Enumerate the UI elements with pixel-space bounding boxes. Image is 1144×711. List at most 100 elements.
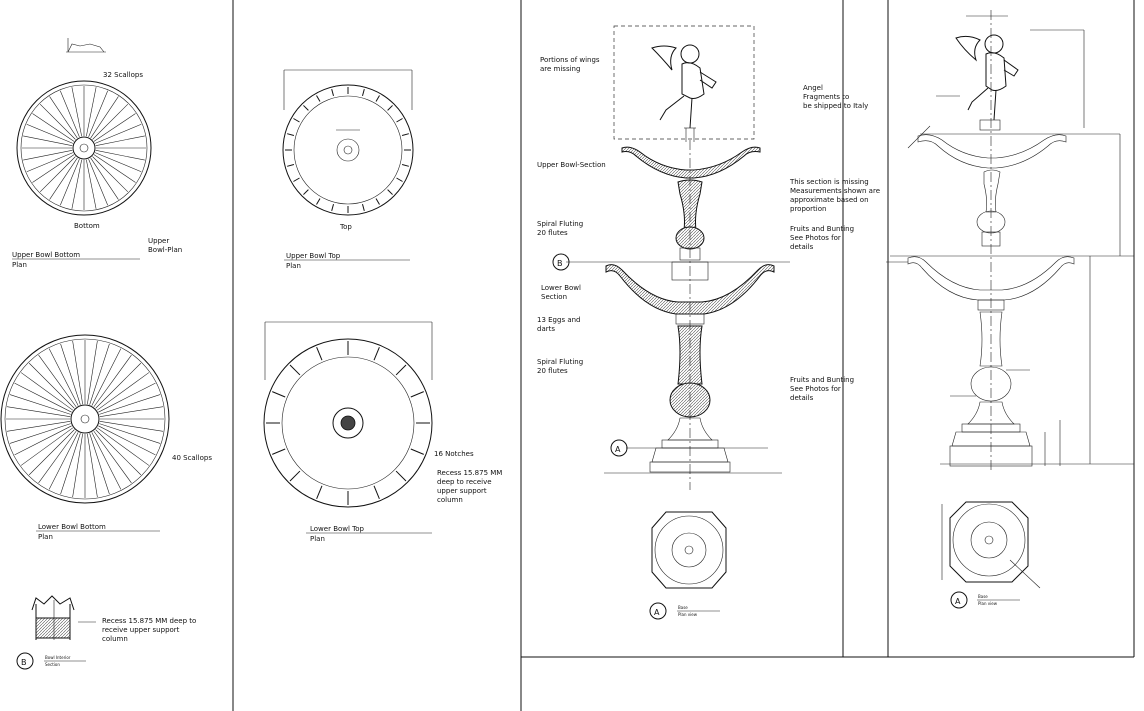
scallop-ray	[96, 372, 150, 411]
notch	[410, 448, 424, 455]
upper-bowl-plan-label-1: Upper	[148, 237, 169, 245]
section-b-detail: Recess 15.875 MM deep to receive upper s…	[16, 595, 196, 670]
upper-bowl-top-subtitle: Plan	[286, 262, 301, 270]
scallop-ray	[96, 427, 150, 466]
base-plan-dimensioned-subtitle: Plan view	[978, 601, 998, 606]
notches-label: 16 Notches	[434, 450, 474, 458]
base-plan: A Base Plan view	[649, 511, 727, 620]
section-b-subtitle: Section	[45, 662, 60, 667]
scallop-ray	[32, 154, 75, 183]
scallop-ray	[6, 421, 71, 432]
scallop-ray	[86, 87, 97, 137]
scallop-ray	[95, 150, 145, 161]
recess-note-1: Recess 15.875 MM deep to	[102, 617, 196, 625]
lower-bowl-note-2: Section	[541, 293, 567, 301]
scallop-ray	[91, 432, 122, 490]
base-plan-dimensioned-marker	[950, 591, 968, 609]
angel-figure-dimensioned	[955, 34, 1019, 121]
scallop-ray	[95, 429, 142, 476]
scallop-ray	[94, 123, 142, 144]
scallop-ray	[72, 340, 83, 405]
scallop-ray	[20, 372, 74, 411]
notch	[331, 89, 334, 97]
scallop-ray	[23, 150, 73, 161]
recess-line-3: upper support	[437, 487, 487, 495]
scallop-ray	[48, 348, 79, 406]
scallop-ray	[87, 340, 98, 405]
scallop-ray	[91, 348, 122, 406]
scallop-ray	[93, 154, 136, 183]
notch	[287, 164, 295, 167]
missing-note-4: proportion	[790, 205, 826, 213]
fruits-lower-note-3: details	[790, 394, 814, 402]
scallop-ray	[28, 429, 75, 476]
scallop-ray	[6, 406, 71, 417]
notch	[303, 105, 309, 111]
fruits-upper-note-3: details	[790, 243, 814, 251]
spiral-fluting-upper-2: 20 flutes	[537, 229, 568, 237]
lower-bowl-top-plan: 16 Notches Recess 15.875 MM deep to rece…	[263, 321, 502, 543]
upper-bowl-bottom-subtitle: Plan	[12, 261, 27, 269]
fruits-lower-note-1: Fruits and Bunting	[790, 376, 854, 384]
base-plan-dimensioned-marker-letter: A	[955, 597, 961, 606]
scallop-ray	[39, 156, 76, 193]
section-marker-a	[610, 439, 628, 457]
notch	[396, 177, 403, 182]
eggs-note-2: darts	[537, 325, 555, 333]
lower-bowl-top-subtitle: Plan	[310, 535, 325, 543]
base-plan-marker	[649, 602, 667, 620]
notch	[395, 364, 407, 376]
scallop-ray	[94, 152, 142, 173]
upper-bowl-plan-label-2: Bowl-Plan	[148, 246, 182, 254]
notch	[395, 470, 407, 482]
scallop-ray	[99, 394, 161, 415]
spiral-fluting-lower-1: Spiral Fluting	[537, 358, 583, 366]
spiral-fluting-upper-1: Spiral Fluting	[537, 220, 583, 228]
notch	[316, 95, 321, 102]
scallop-ray	[92, 156, 129, 193]
spiral-fluting-lower-2: 20 flutes	[537, 367, 568, 375]
section-b-title: Bowl Interior	[45, 655, 71, 660]
scallop-ray	[90, 157, 119, 200]
scallop-ray	[95, 362, 142, 409]
scallops-label: 40 Scallops	[172, 454, 212, 462]
dimensioned-elevation	[886, 10, 1134, 470]
scallop-ray	[86, 159, 97, 209]
notch	[303, 189, 309, 195]
scallop-ray	[60, 433, 81, 495]
scallop-ray	[26, 152, 74, 173]
scallops-label: 32 Scallops	[103, 71, 143, 79]
scallop-ray	[98, 425, 156, 456]
scallop-ray	[95, 135, 145, 146]
scallop-ray	[49, 157, 78, 200]
scallop-ray	[99, 406, 164, 417]
section-marker-b	[552, 253, 570, 271]
lower-bowl-bottom-subtitle: Plan	[38, 533, 53, 541]
missing-note-2: Measurements shown are	[790, 187, 880, 195]
scallop-ray	[39, 103, 76, 140]
notch	[401, 164, 409, 167]
scallop-ray	[88, 90, 109, 138]
fountain-section-elevation: B A Portions of wings are missing Upper …	[537, 25, 880, 490]
lower-bowl-note-1: Lower Bowl	[541, 284, 581, 292]
scallop-ray	[38, 354, 77, 408]
angel-note-2: Fragments to	[803, 93, 849, 101]
notch	[316, 485, 323, 499]
scallop-ray	[20, 427, 74, 466]
notch	[373, 347, 380, 361]
wings-note-2: are missing	[540, 65, 580, 73]
angel-note-3: be shipped to Italy	[803, 102, 868, 110]
notch	[375, 198, 380, 205]
missing-note-3: approximate based on	[790, 196, 869, 204]
scallop-ray	[32, 113, 75, 142]
scallop-ray	[90, 96, 119, 139]
scallop-ray	[48, 432, 79, 490]
lower-bowl-top-title: Lower Bowl Top	[310, 525, 365, 533]
fruits-upper-note-1: Fruits and Bunting	[790, 225, 854, 233]
scallop-ray	[28, 362, 75, 409]
notch	[362, 203, 365, 211]
bottom-label: Bottom	[74, 222, 100, 230]
scallop-ray	[93, 354, 132, 408]
angel-note-1: Angel	[803, 84, 823, 92]
fruits-upper-note-2: See Photos for	[790, 234, 841, 242]
